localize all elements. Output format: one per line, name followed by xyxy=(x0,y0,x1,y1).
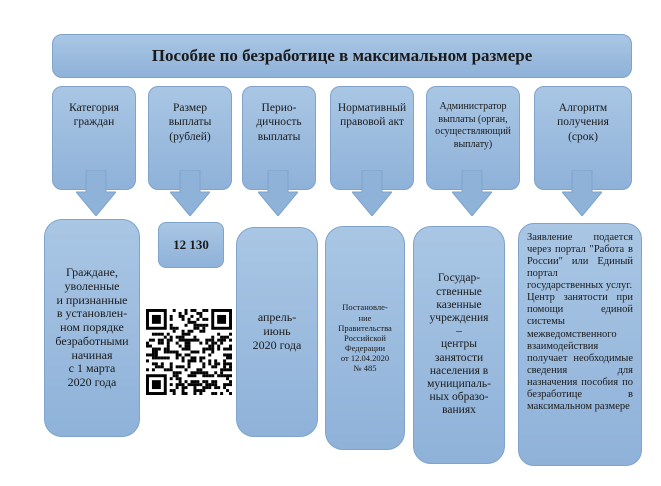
down-arrow-icon xyxy=(258,170,298,216)
down-arrow-icon xyxy=(76,170,116,216)
content-periodicity-text: апрель- июнь 2020 года xyxy=(252,310,302,352)
content-algorithm-paragraph-1: Заявление подается через портал "Работа … xyxy=(527,232,633,292)
content-administrator: Государ- ственные казенные учреждения – … xyxy=(413,226,505,464)
header-administrator-text: Администратор выплаты (орган, осуществля… xyxy=(435,101,511,150)
header-category-text: Категория граждан xyxy=(69,102,119,129)
content-category: Граждане, уволенные и признанные в устан… xyxy=(44,219,140,437)
title-text: Пособие по безработице в максимальном ра… xyxy=(151,46,533,65)
content-category-text: Граждане, уволенные и признанные в устан… xyxy=(55,264,129,390)
content-legal-act: Постановле- ние Правительства Российской… xyxy=(325,226,405,450)
content-algorithm: Заявление подается через портал "Работа … xyxy=(518,223,642,466)
page-title: Пособие по безработице в максимальном ра… xyxy=(52,34,632,78)
content-administrator-text: Государ- ственные казенные учреждения – … xyxy=(427,272,491,417)
down-arrow-icon xyxy=(452,170,492,216)
header-amount: Размер выплаты (рублей) xyxy=(148,86,232,190)
header-amount-text: Размер выплаты (рублей) xyxy=(168,102,212,143)
header-algorithm-text: Алгоритм получения (срок) xyxy=(557,102,609,143)
qr-code-icon xyxy=(146,309,232,395)
content-algorithm-paragraph-2: Центр занятости при помощи единой систем… xyxy=(527,292,633,412)
down-arrow-icon xyxy=(170,170,210,216)
content-amount: 12 130 xyxy=(158,222,224,268)
down-arrow-icon xyxy=(562,170,602,216)
header-periodicity-text: Перио- дичность выплаты xyxy=(256,102,302,143)
content-legal-act-text: Постановле- ние Правительства Российской… xyxy=(338,302,392,374)
content-amount-text: 12 130 xyxy=(173,237,209,252)
header-legal-act-text: Нормативный правовой акт xyxy=(337,102,407,129)
content-periodicity: апрель- июнь 2020 года xyxy=(236,227,318,437)
down-arrow-icon xyxy=(352,170,392,216)
